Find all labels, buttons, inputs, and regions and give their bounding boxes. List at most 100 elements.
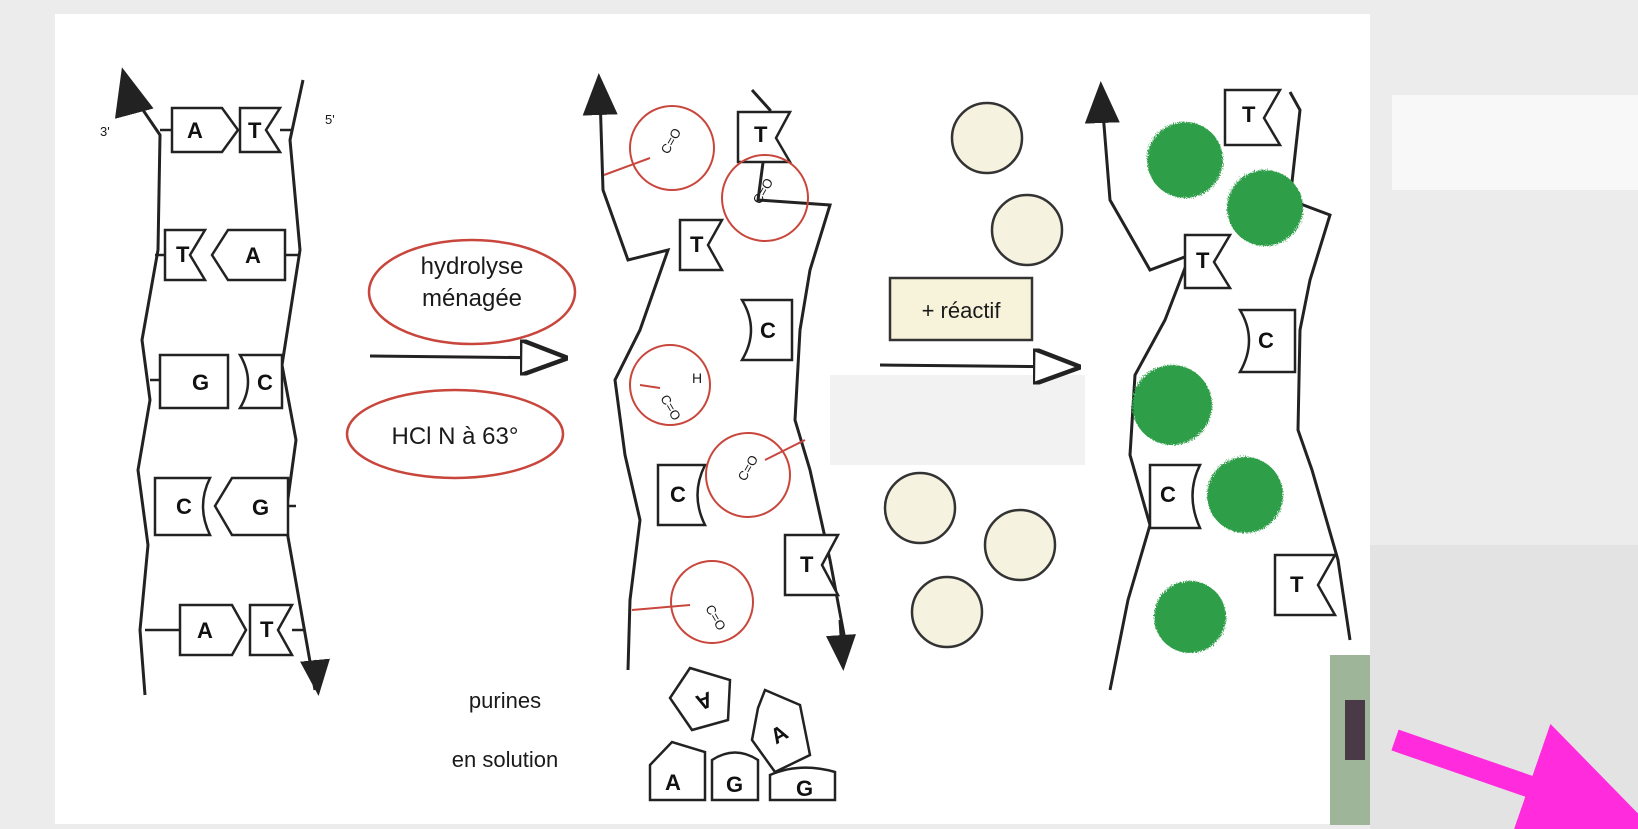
base-pair-5 [145, 603, 305, 657]
strand-right-backbone [280, 79, 317, 691]
base-letter: T [800, 552, 814, 577]
hydrolysis-arrow [369, 356, 562, 358]
base-C [237, 353, 284, 410]
base-C [153, 476, 213, 537]
base-letter: G [192, 370, 209, 395]
stained-left-backbone [1100, 99, 1193, 691]
reagent-molecule [983, 508, 1057, 582]
aldehyde-bonds [603, 157, 806, 611]
base-letter: T [176, 242, 190, 267]
base-T [163, 228, 208, 282]
reagent-step: + réactif [879, 101, 1075, 649]
purines-label-line1: purines [469, 688, 541, 713]
hydrogen-text: H [692, 370, 702, 386]
base-letter: C [760, 318, 776, 343]
hydrolysis-label-line1: hydrolyse [421, 253, 524, 280]
base-letter: C [670, 482, 686, 507]
base-letter: T [248, 118, 262, 143]
hydrolysis-ellipse [367, 238, 577, 346]
stained-top-arrow [1084, 81, 1120, 124]
end-label-5-right: 5' [325, 112, 335, 127]
base-pair-2 [155, 228, 298, 282]
base-C [739, 298, 794, 362]
base-T [783, 533, 841, 597]
base-letter: G [252, 495, 269, 520]
base-letter: T [260, 617, 274, 642]
base-T [736, 110, 793, 164]
base-T [1273, 553, 1338, 617]
base-pair-4 [153, 476, 296, 537]
reagent-molecule [950, 101, 1024, 175]
stain-blob [1154, 581, 1226, 653]
aldehyde-circle [670, 560, 754, 644]
aldehyde-groups [629, 105, 809, 644]
free-purine-A [668, 666, 732, 732]
free-purine-G [768, 766, 837, 802]
base-pair-3 [150, 353, 284, 410]
condition-ellipse [345, 388, 565, 480]
base-letter: T [1196, 248, 1210, 273]
stain-blob [1227, 170, 1303, 246]
stained-pyrimidines [1148, 88, 1338, 617]
free-purines [648, 666, 837, 802]
stain-blob [1132, 365, 1212, 445]
base-A [170, 106, 240, 154]
purines-label-line2: en solution [452, 747, 558, 772]
base-letter: T [690, 232, 704, 257]
dna-double-strand [114, 67, 330, 696]
base-letter: A [197, 618, 213, 643]
base-pair-1 [160, 106, 292, 154]
apurinic-pyrimidines [656, 110, 841, 597]
stained-right-backbone [1288, 91, 1352, 641]
base-C [1237, 308, 1297, 374]
base-C [1148, 463, 1203, 530]
aldehyde-circle [629, 344, 711, 426]
free-purine-G [710, 751, 760, 802]
base-A [178, 603, 248, 657]
free-purine-A [648, 740, 707, 802]
stain-blob [1147, 122, 1223, 198]
base-T [238, 106, 283, 154]
hydrolysis-label-line2: ménagée [422, 285, 522, 312]
magenta-pointer-arrow [1391, 723, 1638, 829]
blank-patch [830, 375, 1085, 465]
apurinic-left-backbone [598, 94, 671, 671]
base-letter: T [1290, 572, 1304, 597]
base-G [158, 353, 230, 410]
aldehyde-circle [721, 154, 809, 242]
end-label-3-left: 3' [100, 124, 110, 139]
reagent-molecule [883, 471, 957, 545]
apurinic-bottom-arrow [826, 619, 856, 671]
base-C [656, 463, 708, 527]
base-letter: C [257, 370, 273, 395]
stained-dna [1084, 81, 1352, 691]
base-T [248, 603, 295, 657]
base-letter: C [1258, 328, 1274, 353]
base-T [1183, 233, 1233, 290]
reagent-box [888, 276, 1034, 342]
base-letter: C [1160, 482, 1176, 507]
hydrolysis-step: hydrolyse ménagée HCl N à 63° [345, 238, 577, 480]
base-letter: A [665, 770, 681, 795]
strand-left-backbone [126, 87, 162, 696]
reagent-molecule [990, 193, 1064, 267]
base-letter: T [1242, 102, 1256, 127]
photo-strip-dark [1345, 700, 1365, 760]
base-letter: C [176, 494, 192, 519]
condition-label: HCl N à 63° [392, 423, 519, 450]
aldehyde-circle [629, 105, 715, 191]
apurinic-top-arrow [582, 73, 618, 116]
strand-bottom-arrow [300, 658, 330, 696]
stain-blob [1207, 457, 1283, 533]
reagent-molecules [883, 101, 1064, 649]
base-T [1223, 88, 1283, 147]
base-letter: G [726, 772, 743, 797]
strand-top-arrow [114, 67, 154, 119]
reagent-molecule [910, 575, 984, 649]
stained-aldehydes [1132, 122, 1303, 653]
aldehyde-circle [705, 432, 791, 518]
reagent-label: + réactif [922, 298, 1002, 323]
reagent-arrow [879, 365, 1075, 367]
base-letter: G [796, 776, 813, 801]
